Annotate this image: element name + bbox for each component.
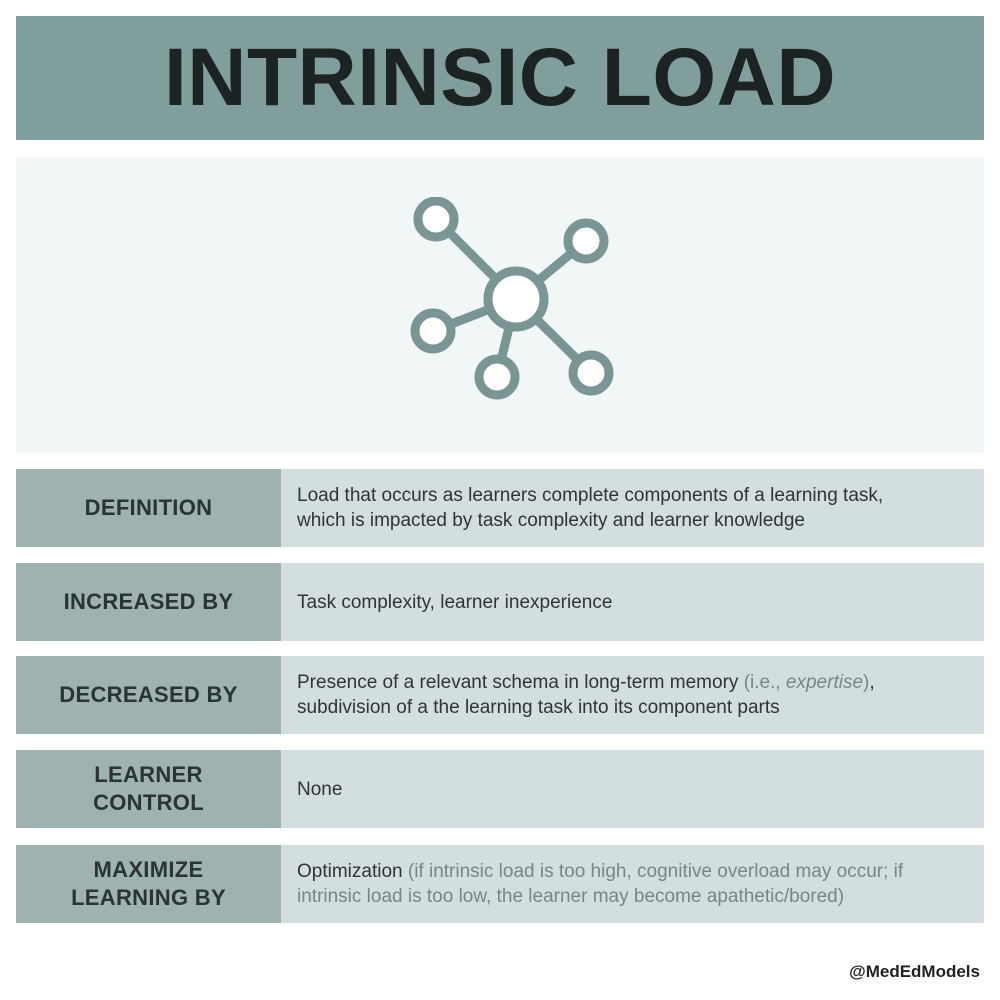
label-line: MAXIMIZE	[93, 857, 204, 882]
value-line: Load that occurs as learners complete co…	[297, 485, 884, 506]
satellite-node	[568, 350, 614, 396]
satellite-node	[413, 197, 459, 242]
satellite-node	[563, 218, 609, 264]
label-line: LEARNER	[94, 762, 203, 787]
row-label: MAXIMIZE LEARNING BY	[16, 845, 281, 923]
row-increased-by: INCREASED BY Task complexity, learner in…	[16, 563, 984, 641]
aside-text: (i.e.,	[743, 672, 786, 693]
satellite-node	[474, 354, 520, 400]
row-maximize-learning-by: MAXIMIZE LEARNING BY Optimization (if in…	[16, 845, 984, 923]
row-label: LEARNER CONTROL	[16, 750, 281, 828]
label-line: LEARNING BY	[71, 885, 226, 910]
value-text: Optimization	[297, 861, 408, 882]
aside-text: (if intrinsic load is too high, cognitiv…	[407, 861, 904, 882]
author-handle: @MedEdModels	[849, 962, 980, 981]
row-label: DEFINITION	[16, 469, 281, 547]
row-value: Task complexity, learner inexperience	[281, 563, 984, 641]
row-value: Presence of a relevant schema in long-te…	[281, 656, 984, 734]
value-line: subdivision of a the learning task into …	[297, 697, 780, 718]
row-decreased-by: DECREASED BY Presence of a relevant sche…	[16, 656, 984, 734]
aside-emphasis: expertise	[785, 672, 864, 693]
satellite-node	[410, 308, 456, 354]
row-label: DECREASED BY	[16, 656, 281, 734]
icon-panel	[16, 157, 984, 453]
hub-node	[483, 266, 549, 332]
row-value: None	[281, 750, 984, 828]
row-definition: DEFINITION Load that occurs as learners …	[16, 469, 984, 547]
row-learner-control: LEARNER CONTROL None	[16, 750, 984, 828]
value-line: Task complexity, learner inexperience	[297, 591, 613, 613]
label-line: CONTROL	[93, 790, 204, 815]
value-text: ,	[869, 672, 875, 693]
value-line: which is impacted by task complexity and…	[297, 510, 805, 531]
value-line: None	[297, 778, 343, 800]
network-hub-icon	[410, 197, 614, 400]
page-title: INTRINSIC LOAD	[163, 32, 837, 123]
value-text: Presence of a relevant schema in long-te…	[297, 672, 744, 693]
title-banner: INTRINSIC LOAD	[16, 16, 984, 140]
row-label: INCREASED BY	[16, 563, 281, 641]
aside-text: )	[863, 672, 870, 693]
row-value: Optimization (if intrinsic load is too h…	[281, 845, 984, 923]
aside-text: intrinsic load is too low, the learner m…	[297, 886, 845, 907]
row-value: Load that occurs as learners complete co…	[281, 469, 984, 547]
